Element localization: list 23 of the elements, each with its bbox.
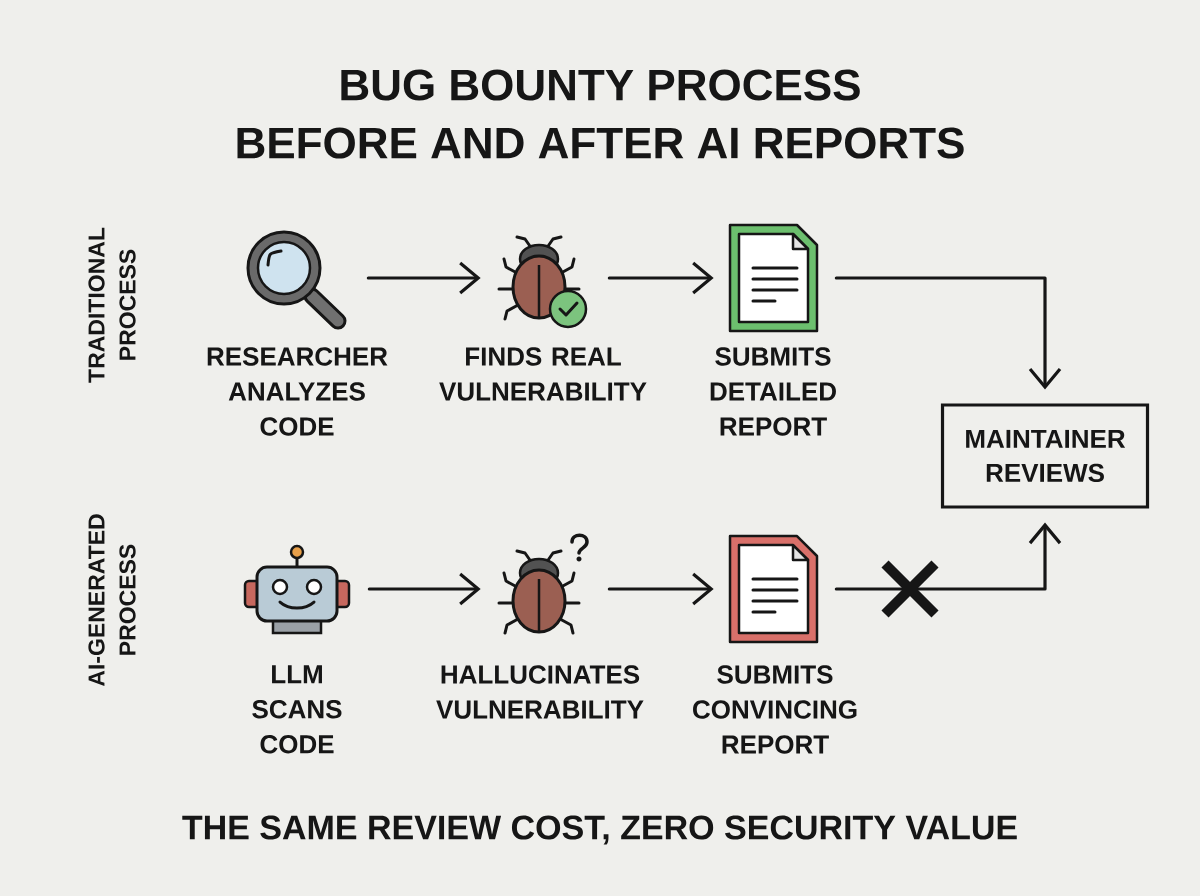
process-box: MAINTAINER REVIEWS <box>940 403 1150 509</box>
document-icon <box>728 534 819 644</box>
arrow <box>834 276 1062 390</box>
title: BUG BOUNTY PROCESS BEFORE AND AFTER AI REPORTS <box>237 69 964 159</box>
bug-icon <box>497 235 588 329</box>
step-label: HALLUCINATES VULNERABILITY <box>436 665 644 719</box>
magnifier-icon <box>246 230 347 330</box>
step-label: SUBMITS DETAILED REPORT <box>710 347 836 436</box>
arrow <box>367 572 481 606</box>
row-label: TRADITIONAL PROCESS <box>88 227 136 383</box>
row-label: AI-GENERATED PROCESS <box>88 514 136 687</box>
arrow <box>607 572 714 606</box>
step-label: FINDS REAL VULNERABILITY <box>439 347 647 401</box>
step-label: RESEARCHER ANALYZES CODE <box>207 347 388 436</box>
robot-icon <box>243 544 351 635</box>
step-label: SUBMITS CONVINCING REPORT <box>693 665 857 754</box>
arrow <box>834 522 1062 591</box>
document-icon <box>728 223 819 333</box>
caption: THE SAME REVIEW COST, ZERO SECURITY VALUE <box>182 815 1017 845</box>
bug-icon <box>497 533 589 635</box>
arrow <box>607 261 714 295</box>
arrow <box>366 261 481 295</box>
step-label: LLM SCANS CODE <box>252 665 342 754</box>
